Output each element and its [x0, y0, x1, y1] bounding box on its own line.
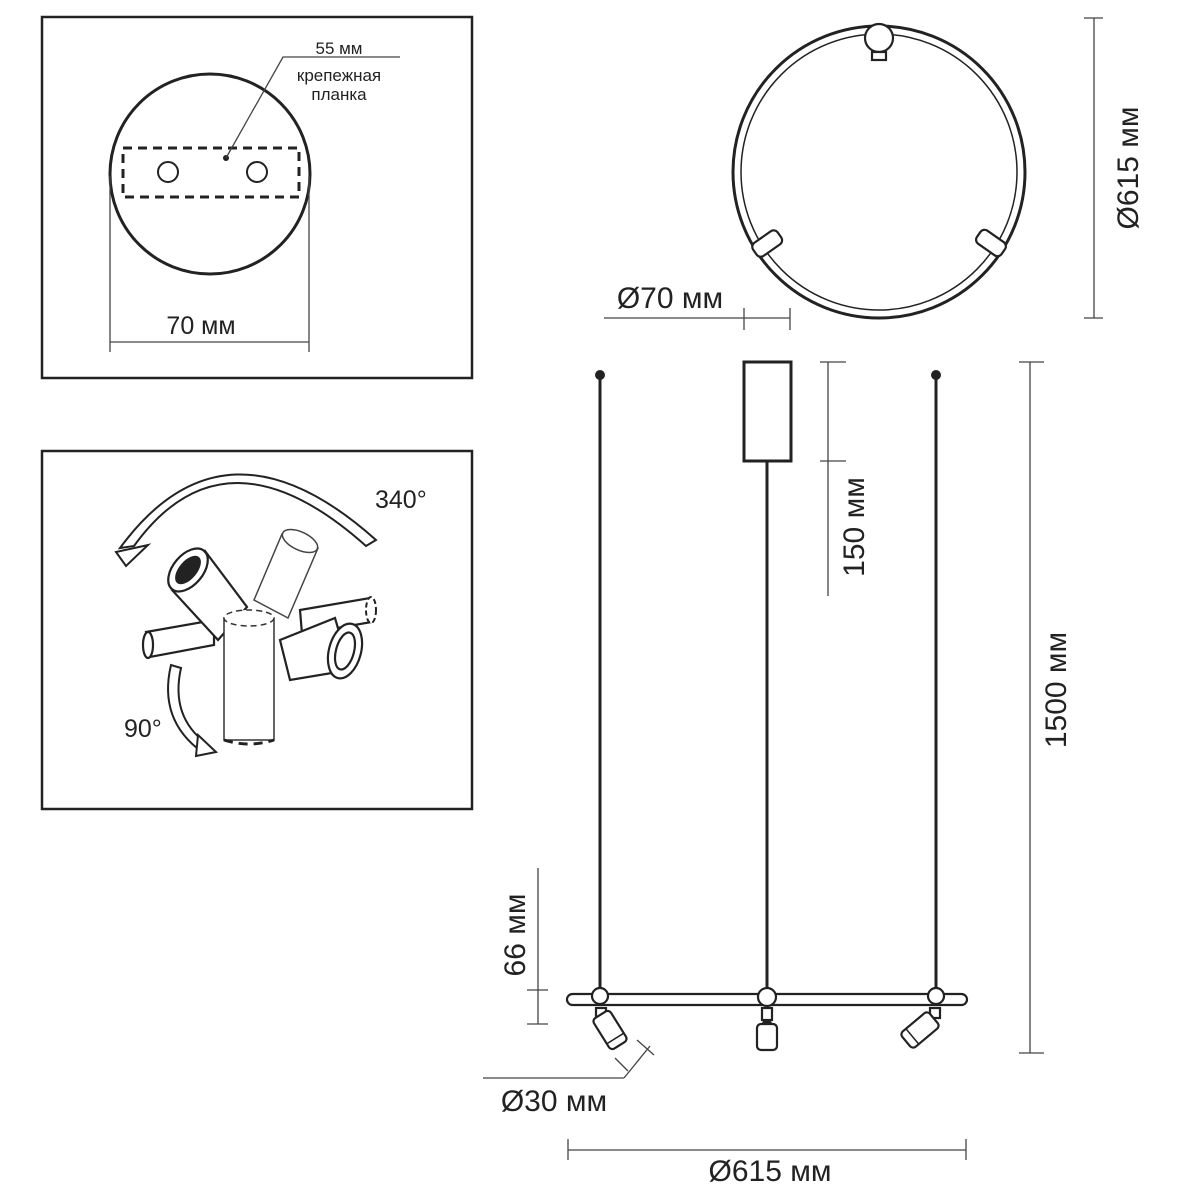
bracket-label-line1: крепежная: [297, 66, 381, 85]
screw-hole-left: [157, 161, 179, 183]
bracket-leader-line: [225, 56, 400, 159]
canopy: [742, 360, 793, 463]
horizontal-rotation-arrow: [114, 473, 378, 568]
center-joint: [756, 986, 778, 1008]
left-wire-joint: [590, 986, 610, 1006]
canopy-diameter-label: Ø70 мм: [617, 282, 723, 315]
spot-center: [755, 1006, 779, 1052]
canopy-height-label: 150 мм: [838, 477, 871, 577]
spot-left: [592, 1006, 628, 1051]
horizontal-angle-label: 340°: [375, 486, 427, 514]
spot-diameter-extension-1: [614, 1057, 629, 1072]
mount-detail-frame: [40, 15, 474, 380]
mount-plate-circle: [108, 72, 312, 276]
mounting-bracket-outline: [121, 146, 301, 199]
right-ceiling-anchor: [931, 370, 941, 380]
spot-diameter-extension-2: [636, 1039, 655, 1056]
spot-drop-label: 66 мм: [499, 894, 532, 977]
ring-suspension-clip: [870, 50, 888, 62]
vertical-rotation-arrow: [167, 663, 219, 758]
ring-diameter-label: Ø615 мм: [1112, 107, 1145, 230]
plate-width-label: 70 мм: [166, 312, 235, 340]
top-spot-right: [974, 228, 1008, 258]
screw-hole-right: [246, 161, 268, 183]
top-view: Ø615 мм Ø70 мм: [604, 17, 1145, 330]
right-wire-joint: [926, 986, 946, 1006]
rotation-detail-frame: [40, 449, 474, 811]
spot-tilted-right: [278, 616, 364, 682]
rotation-detail-panel: 340°: [40, 449, 474, 811]
spot-right: [900, 1006, 942, 1049]
total-height-label: 1500 мм: [1040, 632, 1073, 748]
bracket-dimension-label: 55 мм: [315, 39, 362, 58]
spot-diameter-leader: [623, 1045, 651, 1079]
spot-vertical: [223, 609, 275, 746]
ring-suspension-point: [863, 22, 895, 54]
spot-diameter-label: Ø30 мм: [501, 1085, 607, 1118]
ring-outer: [731, 24, 1027, 320]
left-ceiling-anchor: [595, 370, 605, 380]
ring-inner: [740, 33, 1018, 311]
side-view: 150 мм 1500 мм 66 мм Ø30 мм Ø615 мм: [483, 360, 1073, 1188]
bottom-diameter-label: Ø615 мм: [709, 1155, 832, 1188]
ghost-spot-rim: [281, 528, 319, 554]
mount-detail-panel: 55 мм крепежная планка 70 мм: [40, 15, 474, 380]
top-spot-left: [751, 229, 784, 258]
vertical-angle-label: 90°: [124, 715, 162, 743]
bracket-label-line2: планка: [311, 85, 367, 104]
